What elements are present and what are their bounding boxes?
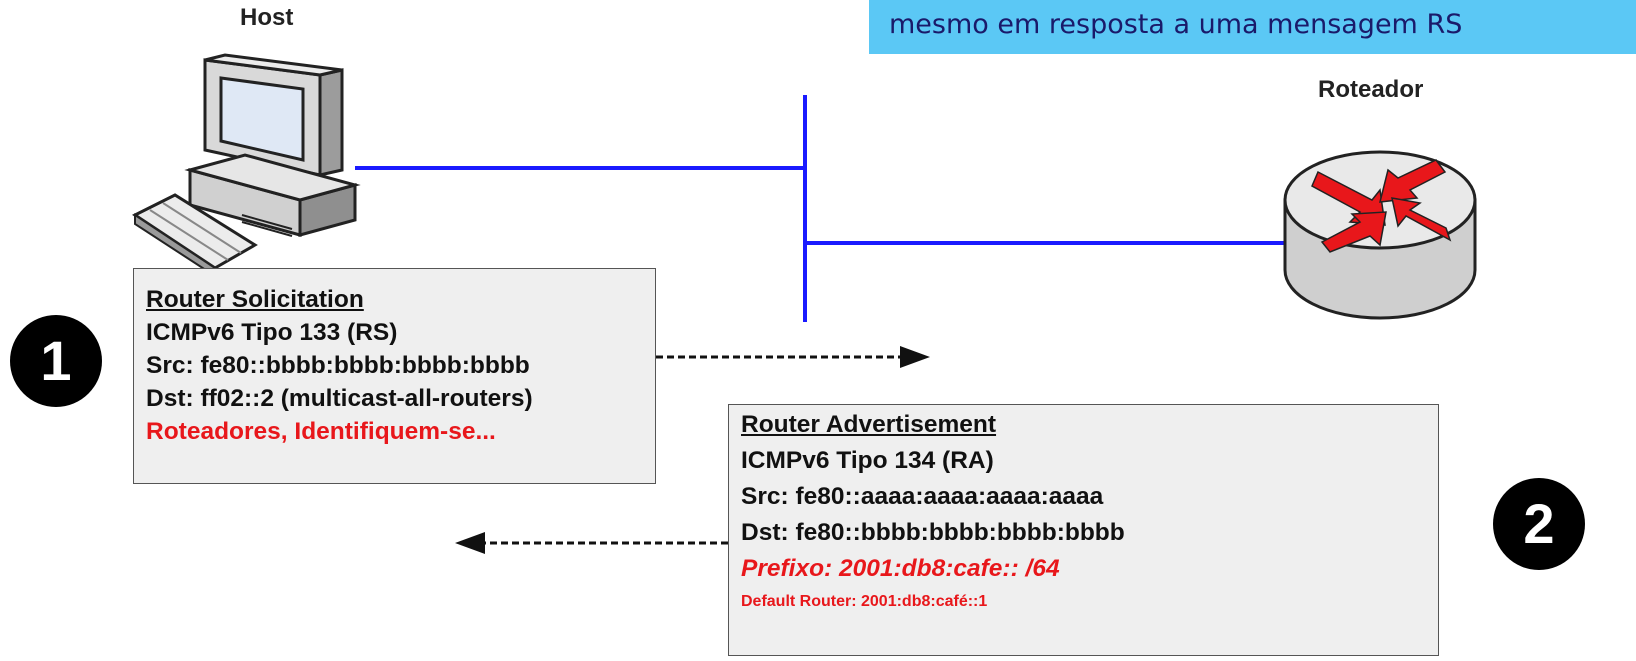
host-label: Host (240, 4, 294, 31)
step-2-badge: 2 (1493, 478, 1585, 570)
ra-prefix-line: Prefixo: 2001:db8:cafe:: /64 (741, 555, 1060, 582)
rs-dst-line: Dst: ff02::2 (multicast-all-routers) (146, 385, 533, 412)
router-advertisement-box: Router Advertisement ICMPv6 Tipo 134 (RA… (728, 404, 1439, 656)
step-1-badge: 1 (10, 315, 102, 407)
rs-arrowhead-icon (900, 346, 930, 368)
computer-icon (132, 53, 361, 278)
rs-type-line: ICMPv6 Tipo 133 (RS) (146, 319, 398, 346)
router-solicitation-box: Router Solicitation ICMPv6 Tipo 133 (RS)… (133, 268, 656, 484)
ra-src-line: Src: fe80::aaaa:aaaa:aaaa:aaaa (741, 483, 1104, 510)
ra-dst-line: Dst: fe80::bbbb:bbbb:bbbb:bbbb (741, 519, 1125, 546)
ra-title: Router Advertisement (741, 411, 997, 438)
router-label: Roteador (1318, 76, 1424, 103)
router-icon (1283, 150, 1477, 320)
ra-type-line: ICMPv6 Tipo 134 (RA) (741, 447, 994, 474)
rs-highlight-line: Roteadores, Identifiquem-se... (146, 418, 496, 445)
callout-banner: mesmo em resposta a uma mensagem RS (869, 0, 1636, 54)
ra-arrowhead-icon (455, 532, 485, 554)
ra-default-router-line: Default Router: 2001:db8:café::1 (741, 593, 988, 610)
rs-src-line: Src: fe80::bbbb:bbbb:bbbb:bbbb (146, 352, 530, 379)
rs-title: Router Solicitation (146, 286, 364, 313)
